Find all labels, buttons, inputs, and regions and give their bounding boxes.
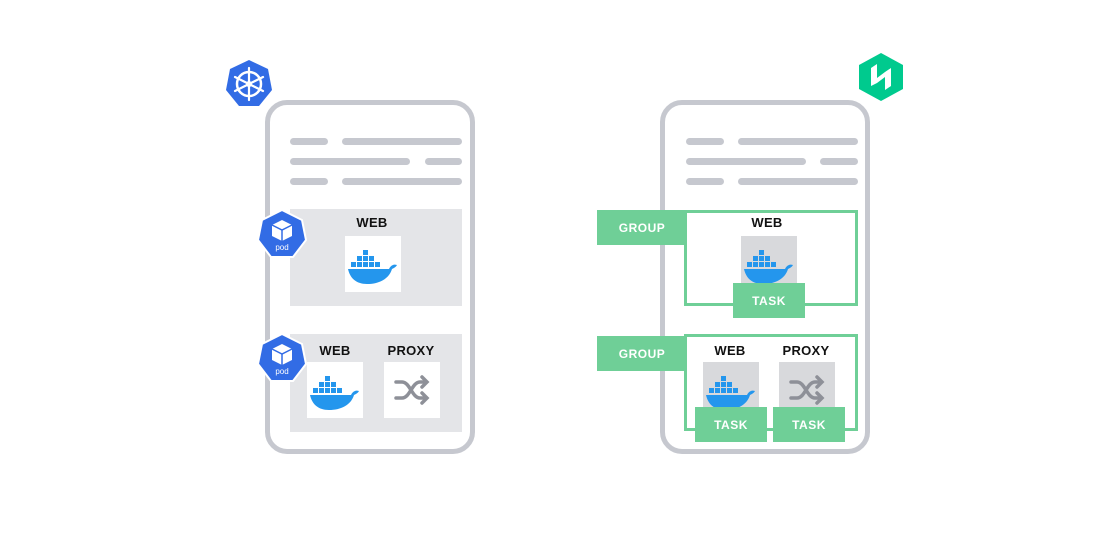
- pod-icon: pod: [256, 208, 308, 258]
- pod-icon: pod: [256, 332, 308, 382]
- text-line: [686, 138, 724, 145]
- group-outline: [684, 334, 858, 431]
- docker-tile: [307, 362, 363, 418]
- text-line: [686, 158, 806, 165]
- docker-tile: [741, 236, 797, 292]
- pod-badge: pod: [256, 208, 308, 260]
- text-line: [342, 178, 462, 185]
- task-badge: TASK: [695, 407, 767, 442]
- pod-text: pod: [275, 243, 288, 252]
- text-line: [290, 138, 328, 145]
- docker-icon: [310, 376, 359, 410]
- docker-icon: [744, 250, 793, 284]
- text-line: [290, 178, 328, 185]
- text-line: [290, 158, 410, 165]
- task-badge: TASK: [773, 407, 845, 442]
- nomad-logo: [857, 52, 905, 102]
- proxy-label: PROXY: [387, 343, 435, 358]
- text-line: [342, 138, 462, 145]
- pod-badge: pod: [256, 332, 308, 384]
- web-label: WEB: [356, 215, 388, 230]
- pod-text: pod: [275, 367, 288, 376]
- text-line: [686, 178, 724, 185]
- group-badge: GROUP: [597, 210, 687, 245]
- docker-tile: [345, 236, 401, 292]
- kubernetes-helm-icon: [226, 60, 272, 106]
- proxy-label: PROXY: [782, 343, 830, 358]
- shuffle-icon: [394, 375, 430, 405]
- text-line: [738, 178, 858, 185]
- text-line: [820, 158, 858, 165]
- nomad-logo-icon: [859, 53, 903, 101]
- group-badge: GROUP: [597, 336, 687, 371]
- web-label: WEB: [319, 343, 351, 358]
- task-badge: TASK: [733, 283, 805, 318]
- web-label: WEB: [714, 343, 746, 358]
- shuffle-icon: [789, 375, 825, 405]
- web-label: WEB: [751, 215, 783, 230]
- docker-icon: [348, 250, 397, 284]
- text-line: [425, 158, 462, 165]
- kubernetes-logo: [224, 58, 274, 108]
- text-line: [738, 138, 858, 145]
- proxy-tile: [384, 362, 440, 418]
- docker-icon: [706, 376, 755, 410]
